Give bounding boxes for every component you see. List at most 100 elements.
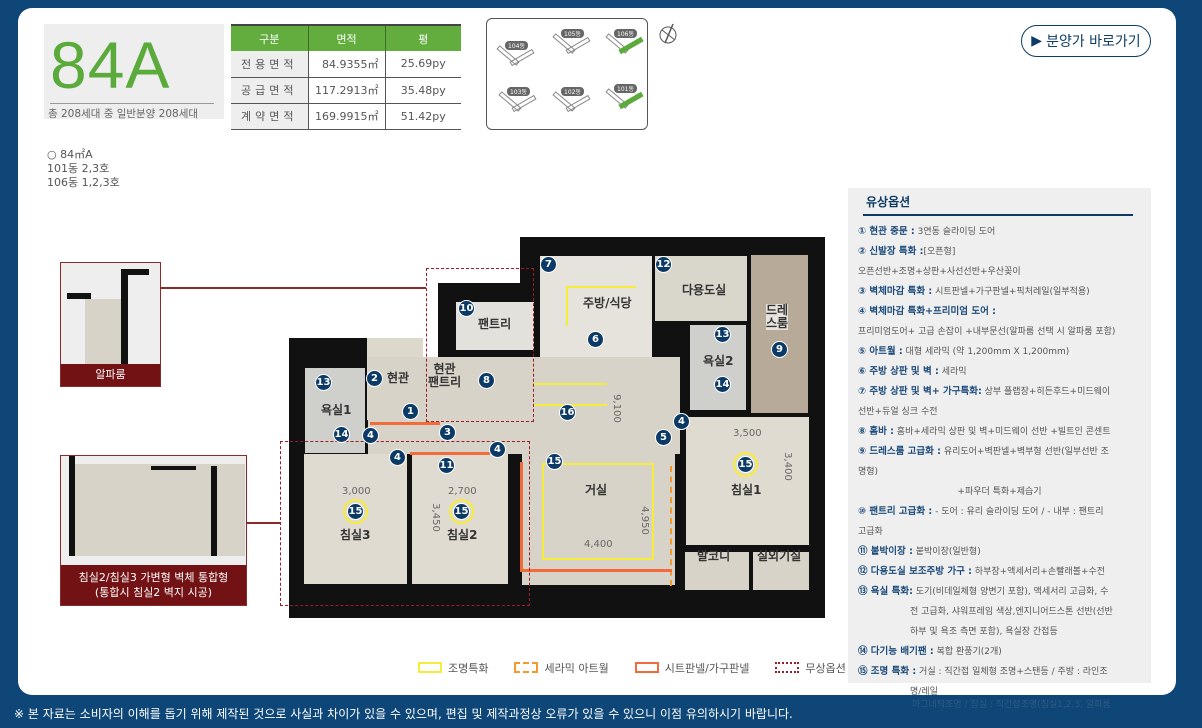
option-text: 세라믹 xyxy=(938,367,967,377)
option-head: ④ 벽체마감 특화+프리미엄 도어 : xyxy=(858,306,996,317)
option-head: ⑩ 팬트리 고급화 : xyxy=(858,506,933,517)
marker-16: 16 xyxy=(559,404,576,421)
living-room xyxy=(522,420,675,585)
marker-13: 13 xyxy=(315,374,332,391)
marker-4: 4 xyxy=(362,427,379,444)
alpha-room-label: 알파룸 xyxy=(61,364,160,386)
option-head: ⑮ 조명 특화 : xyxy=(858,666,917,677)
pantry-label: 팬트리 xyxy=(478,317,512,331)
row-label: 계약면적 xyxy=(231,103,309,130)
marker-6: 6 xyxy=(587,331,604,348)
option-text-cont: 하부 및 욕조 측면 포함), 욕실장 간접등 xyxy=(910,627,1058,637)
option-head: ⑨ 드레스룸 고급화 : xyxy=(858,446,941,457)
option-head: ⑧ 홈바 : xyxy=(858,426,894,437)
bedroom3-label: 침실3 xyxy=(340,528,371,542)
lighting-line xyxy=(566,286,636,288)
household-count: 총 208세대 중 일반분양 208세대 xyxy=(48,108,199,120)
kitchen-label: 주방/식당 xyxy=(583,296,632,310)
row-area: 169.9915㎡ xyxy=(308,103,386,130)
option-head: ⑭ 다기능 배기팬 : xyxy=(858,646,934,657)
free-option-area xyxy=(280,441,530,606)
options-overflow-text: 마그네틱조명 / 침실 : 직간접조명(침실1,2,3, 알파룸 xyxy=(912,700,1111,710)
marker-14: 14 xyxy=(714,376,731,393)
bedroom-merge-inset[interactable]: 침실2/침실3 가변형 벽체 통합형 (통합시 침실2 벽지 시공) xyxy=(60,455,247,606)
marker-7: 7 xyxy=(540,256,557,273)
marker-14: 14 xyxy=(333,426,350,443)
alpha-room-inset[interactable]: 알파룸 xyxy=(60,262,161,387)
marker-9: 9 xyxy=(771,341,788,358)
option-head: ⑦ 주방 상판 및 벽+ 가구특화: xyxy=(858,386,982,397)
dim-total-depth: 9,100 xyxy=(610,394,622,423)
option-head: ⑥ 주방 상판 및 벽 : xyxy=(858,366,939,377)
marker-4: 4 xyxy=(389,449,406,466)
legend-artwall: 세라믹 아트월 xyxy=(514,660,609,676)
option-item: ④ 벽체마감 특화+프리미엄 도어 :프리미엄도어+ 고급 손잡이 +내부문선(… xyxy=(858,302,1141,342)
option-item: ③ 벽체마감 특화 : 시트판넬+가구판넬+픽처레일(일부적용) xyxy=(858,282,1141,302)
option-text: 유리도어+벽판넬+벽부형 선반(일부선반 조 xyxy=(940,447,1109,457)
living-room-label: 거실 xyxy=(585,483,608,497)
option-text-cont: 전 고급화, 샤워프레임 색상,엔지니어드스톤 선반(선반 xyxy=(910,607,1113,617)
option-head: ⑬ 욕실 특화: xyxy=(858,586,913,597)
marker-12: 12 xyxy=(655,256,672,273)
marker-10: 10 xyxy=(458,300,475,317)
row-area: 84.9355㎡ xyxy=(308,51,386,78)
row-py: 25.69py xyxy=(385,51,461,78)
title-underline xyxy=(863,214,1133,216)
unit-info: ○ 84㎡A 101동 2,3호 106동 1,2,3호 xyxy=(47,148,120,190)
lighting-line xyxy=(566,286,568,326)
legend-lighting: 조명특화 xyxy=(418,660,488,676)
marker-8: 8 xyxy=(478,372,495,389)
option-text: 거실 : 직간접 일체형 조명+스탠등 / 주방 : 라인조 xyxy=(916,667,1108,677)
option-text: [오픈형] xyxy=(923,247,956,257)
bedroom2-label: 침실2 xyxy=(447,528,478,542)
ac-room-label: 실외기실 xyxy=(757,549,802,563)
unit-type-box: 84A 총 208세대 중 일반분양 208세대 xyxy=(44,24,224,120)
row-label: 공급면적 xyxy=(231,77,309,104)
legend-sheet-panel: 시트판넬/가구판넬 xyxy=(634,660,749,676)
option-head: ① 현관 중문 : xyxy=(858,226,915,237)
bedroom-merge-label: 침실2/침실3 가변형 벽체 통합형 (통합시 침실2 벽지 시공) xyxy=(61,565,246,605)
dim-bed3-width: 3,000 xyxy=(342,486,371,497)
marker-1: 1 xyxy=(402,403,419,420)
marker-15: 15 xyxy=(546,453,563,470)
row-py: 35.48py xyxy=(385,77,461,104)
connector-line xyxy=(161,287,426,289)
go-to-price-button[interactable]: ▶ 분양가 바로가기 xyxy=(1021,25,1151,57)
option-item: ⑪ 붙박이장 : 붙박이장(일반형) xyxy=(858,542,1141,562)
unit-type-name: 84A xyxy=(50,28,171,102)
option-item: ① 현관 중문 : 3연동 슬라이딩 도어 xyxy=(858,222,1141,242)
option-text: 상부 플랩장+히든후드+미드웨이 xyxy=(981,387,1111,397)
option-item: ② 신발장 특화 :[오픈형]오픈선반+조명+상판+사선선반+우산꽂이 xyxy=(858,242,1141,282)
dim-bed2-depth: 3,450 xyxy=(429,503,441,532)
building-101: 101동 xyxy=(602,84,646,114)
bath2-label: 욕실2 xyxy=(703,354,734,368)
dim-bed1-width: 3,500 xyxy=(733,428,762,439)
building-103: 103동 xyxy=(495,87,539,117)
building-106: 106동 xyxy=(602,29,646,59)
marker-11: 11 xyxy=(438,457,455,474)
marker-4: 4 xyxy=(673,413,690,430)
sheet-panel-area xyxy=(370,422,440,425)
option-text: 시트판넬+가구판넬+픽처레일(일부적용) xyxy=(932,287,1090,297)
marker-5: 5 xyxy=(655,429,672,446)
option-text-cont: +파우더 특화+제습기 xyxy=(957,487,1042,497)
lighting-feature-area xyxy=(542,463,654,560)
legend-free-option: 무상옵션 xyxy=(775,660,846,676)
unit-building-106: 106동 1,2,3호 xyxy=(47,176,120,189)
option-item: ⑮ 조명 특화 : 거실 : 직간접 일체형 조명+스탠등 / 주방 : 라인조… xyxy=(858,662,1141,702)
dress-room xyxy=(751,255,808,413)
row-area: 117.2913㎡ xyxy=(308,77,386,104)
option-text: 하부장+액세서리+손빨래볼+수전 xyxy=(971,567,1106,577)
header-area: 면적 xyxy=(308,24,386,51)
sheet-panel-area xyxy=(520,462,672,572)
ceramic-artwall xyxy=(670,466,672,586)
dim-bed1-depth: 3,400 xyxy=(781,452,793,481)
option-text: 도기(비데일체형 양변기 포함), 액세서리 고급화, 수 xyxy=(912,587,1109,597)
option-item: ⑧ 홈바 : 홈바+세라믹 상판 및 벽+미드웨이 선반 +빌트인 콘센트 xyxy=(858,422,1141,442)
